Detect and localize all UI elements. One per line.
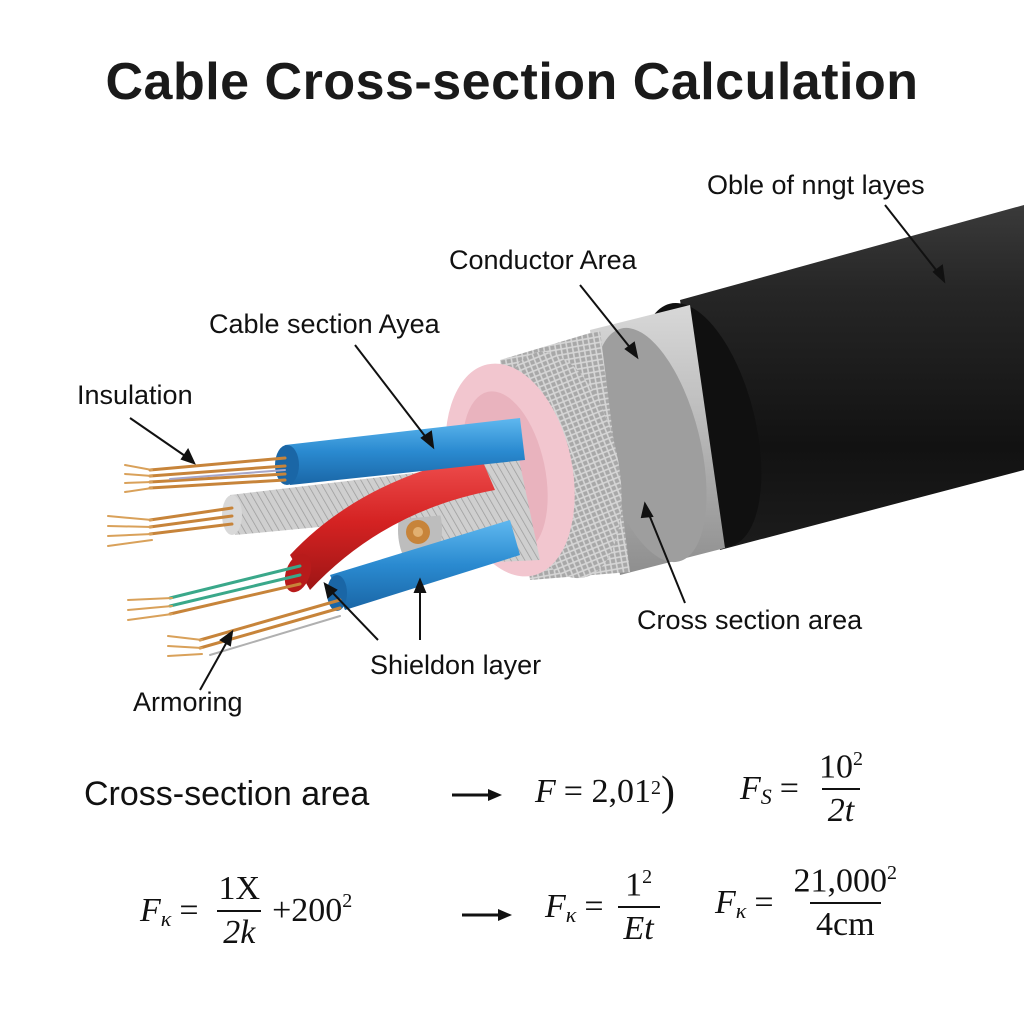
formula-fs-denominator: 2t xyxy=(821,788,861,830)
formula-fk2-denominator: Et xyxy=(617,906,660,948)
formula-f-lhs: F xyxy=(535,773,556,810)
formula-f-rhs: = 2,01 xyxy=(563,773,651,810)
formula-f-paren: ) xyxy=(660,769,675,815)
formula-fk2-lhs: F xyxy=(545,888,566,926)
formula-fs-numerator-exp: 2 xyxy=(852,748,863,770)
formula-fk1-sub: κ xyxy=(160,906,172,931)
formula-fs-lhs: F xyxy=(740,770,761,808)
formula-row-label: Cross-section area xyxy=(84,775,370,813)
label-outer-layers: Oble of nngt layes xyxy=(707,170,925,200)
formula-fk3-denominator: 4cm xyxy=(810,902,881,944)
foil-shield xyxy=(590,305,725,575)
page-title: Cable Cross-section Calculation xyxy=(105,53,919,111)
label-insulation: Insulation xyxy=(77,380,193,410)
formula-fk2-fraction: 12 Et xyxy=(617,866,660,948)
formula-fs-numerator: 10 xyxy=(818,748,853,786)
formula-fk1-fraction: 1X 2k xyxy=(213,870,267,952)
formula-fk3-lhs: F xyxy=(715,884,736,922)
label-cross-section: Cross section area xyxy=(637,605,863,635)
formula-fk3-numerator: 21,000 xyxy=(793,862,888,900)
formula-fk1-plus-exp: 2 xyxy=(342,889,353,912)
arrow-icon xyxy=(452,789,502,801)
formula-fk3-sub: κ xyxy=(735,898,747,924)
leader-lines xyxy=(129,204,946,691)
formula-fk2-sub: κ xyxy=(565,902,577,928)
arrow-icon xyxy=(462,909,512,921)
formula-fs-sub: S xyxy=(760,784,772,810)
label-shield: Shieldon layer xyxy=(370,650,542,680)
formula-f-exp: 2 xyxy=(650,776,661,799)
label-cable-section: Cable section Ayea xyxy=(209,309,440,339)
label-conductor-area: Conductor Area xyxy=(449,245,637,275)
formula-fk3-numerator-exp: 2 xyxy=(887,862,898,884)
red-core xyxy=(284,455,495,593)
formula-fk1-plus: +200 xyxy=(272,892,343,929)
label-armoring: Armoring xyxy=(133,687,243,717)
copper-strands xyxy=(107,456,342,657)
formula-fk2-numerator-exp: 2 xyxy=(642,866,653,888)
formula-fk1-numerator: 1X xyxy=(218,870,261,907)
formula-fk1-denominator: 2k xyxy=(217,910,262,952)
formula-fs-fraction: 102 2t xyxy=(813,748,869,830)
formula-fk1-lhs: F xyxy=(140,892,161,929)
formula-fk2-numerator: 1 xyxy=(625,866,643,904)
formula-fk3-fraction: 21,0002 4cm xyxy=(788,862,904,944)
